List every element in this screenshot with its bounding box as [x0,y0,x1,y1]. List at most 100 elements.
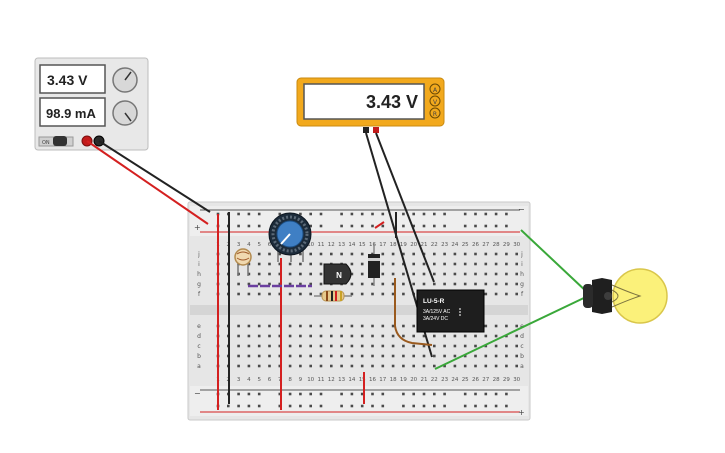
rail-hole[interactable] [278,404,282,408]
breadboard-hole[interactable] [474,354,477,358]
breadboard-hole[interactable] [257,324,261,328]
breadboard-hole[interactable] [463,252,467,256]
breadboard-hole[interactable] [299,252,302,256]
breadboard-hole[interactable] [453,272,457,276]
breadboard-hole[interactable] [278,324,282,328]
breadboard-hole[interactable] [484,324,488,328]
breadboard-hole[interactable] [391,262,395,266]
rail-hole[interactable] [381,212,385,216]
rail-hole[interactable] [278,212,282,216]
breadboard[interactable]: 1122334455667788991010111112121313141415… [187,201,531,421]
breadboard-hole[interactable] [340,252,343,256]
breadboard-hole[interactable] [288,262,292,266]
rail-hole[interactable] [371,392,374,396]
breadboard-hole[interactable] [412,354,415,358]
breadboard-hole[interactable] [340,344,343,348]
breadboard-hole[interactable] [402,324,405,328]
breadboard-hole[interactable] [299,364,302,368]
rail-hole[interactable] [412,392,415,396]
rail-hole[interactable] [309,392,312,396]
diode[interactable] [368,244,380,286]
breadboard-hole[interactable] [350,334,354,338]
potentiometer[interactable] [268,212,312,262]
rail-hole[interactable] [474,212,477,216]
rail-hole[interactable] [463,212,467,216]
breadboard-hole[interactable] [350,252,354,256]
breadboard-hole[interactable] [381,364,385,368]
rail-hole[interactable] [227,404,230,408]
breadboard-hole[interactable] [288,282,292,286]
rail-hole[interactable] [494,404,498,408]
rail-hole[interactable] [474,224,477,228]
breadboard-hole[interactable] [340,334,343,338]
green-wire-top[interactable] [520,229,589,294]
breadboard-hole[interactable] [463,344,467,348]
breadboard-hole[interactable] [505,272,508,276]
breadboard-hole[interactable] [268,324,271,328]
breadboard-hole[interactable] [402,252,405,256]
breadboard-hole[interactable] [402,354,405,358]
rail-hole[interactable] [319,224,323,228]
breadboard-hole[interactable] [237,364,240,368]
breadboard-hole[interactable] [340,354,343,358]
breadboard-hole[interactable] [412,364,415,368]
breadboard-hole[interactable] [474,344,477,348]
breadboard-hole[interactable] [257,252,261,256]
breadboard-hole[interactable] [422,262,426,266]
rail-hole[interactable] [433,212,436,216]
breadboard-hole[interactable] [515,252,518,256]
breadboard-hole[interactable] [484,334,488,338]
breadboard-hole[interactable] [330,324,333,328]
mode-ohms-button[interactable]: R [433,111,437,118]
breadboard-hole[interactable] [443,364,446,368]
breadboard-hole[interactable] [381,324,385,328]
breadboard-hole[interactable] [515,292,518,296]
rail-hole[interactable] [309,212,312,216]
rail-hole[interactable] [402,224,405,228]
resistor[interactable] [314,290,352,302]
supply-black-wire[interactable] [98,140,211,213]
breadboard-hole[interactable] [309,262,312,266]
breadboard-hole[interactable] [474,334,477,338]
rail-hole[interactable] [474,392,477,396]
breadboard-hole[interactable] [257,262,261,266]
breadboard-hole[interactable] [402,334,405,338]
breadboard-hole[interactable] [257,334,261,338]
breadboard-hole[interactable] [484,272,488,276]
breadboard-hole[interactable] [319,262,323,266]
rail-hole[interactable] [247,212,251,216]
rail-hole[interactable] [350,212,354,216]
breadboard-hole[interactable] [360,252,364,256]
brown-wire[interactable] [394,278,433,346]
rail-hole[interactable] [257,212,261,216]
rail-hole[interactable] [494,392,498,396]
breadboard-hole[interactable] [505,292,508,296]
rail-hole[interactable] [443,212,446,216]
breadboard-hole[interactable] [350,282,354,286]
breadboard-hole[interactable] [453,334,457,338]
breadboard-hole[interactable] [422,364,426,368]
breadboard-hole[interactable] [237,354,240,358]
breadboard-hole[interactable] [257,292,261,296]
rail-hole[interactable] [309,404,312,408]
rail-hole[interactable] [288,392,292,396]
breadboard-hole[interactable] [433,364,436,368]
breadboard-hole[interactable] [278,252,282,256]
breadboard-hole[interactable] [433,262,436,266]
rail-hole[interactable] [381,224,385,228]
breadboard-hole[interactable] [453,354,457,358]
breadboard-hole[interactable] [247,354,251,358]
mode-volts-button[interactable]: V [433,99,438,106]
rail-hole[interactable] [412,404,415,408]
breadboard-hole[interactable] [350,364,354,368]
rail-hole[interactable] [505,224,508,228]
breadboard-hole[interactable] [463,262,467,266]
breadboard-hole[interactable] [299,354,302,358]
breadboard-hole[interactable] [319,282,323,286]
breadboard-hole[interactable] [360,344,364,348]
rail-hole[interactable] [371,404,374,408]
breadboard-hole[interactable] [412,344,415,348]
rail-hole[interactable] [371,224,374,228]
breadboard-hole[interactable] [360,282,364,286]
breadboard-hole[interactable] [381,344,385,348]
